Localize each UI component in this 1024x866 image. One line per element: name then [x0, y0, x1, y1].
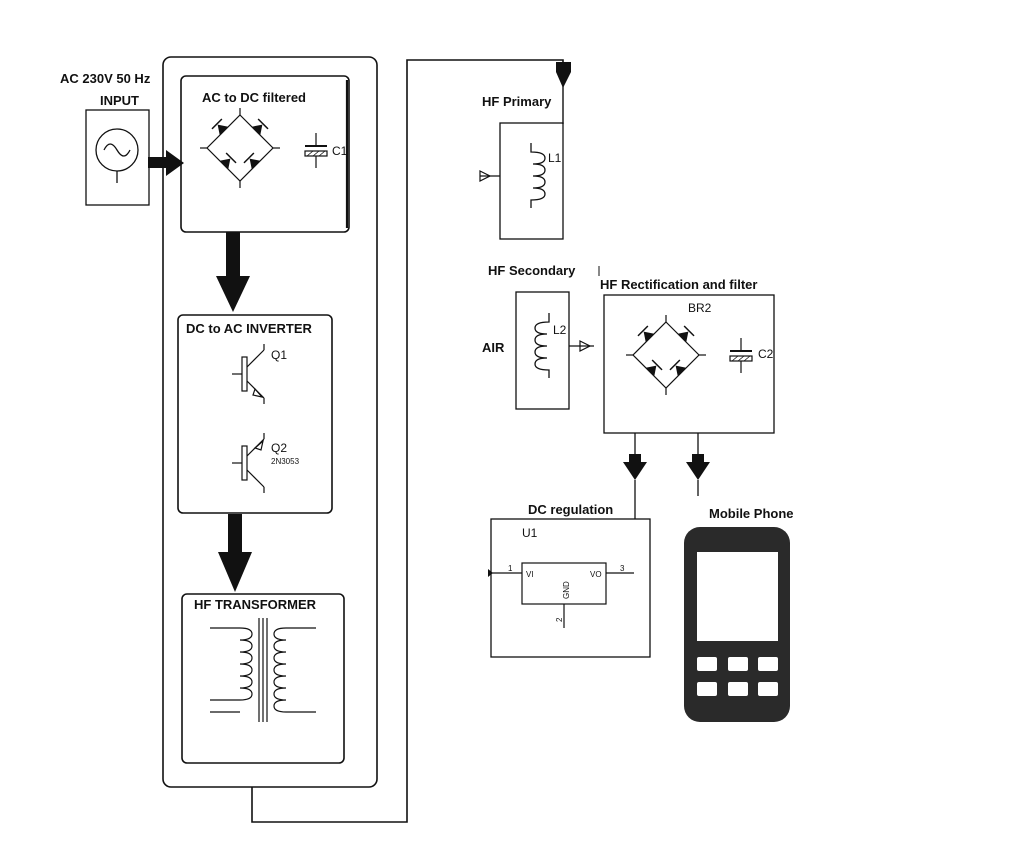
- arrow-to-phone-shaft: [692, 454, 704, 464]
- rectifier-block: [603, 294, 775, 434]
- ac-dc-title: AC to DC filtered: [202, 90, 306, 105]
- transformer-block: [181, 593, 345, 764]
- c2-label: C2: [758, 347, 774, 361]
- arrow-acdc-to-inverter-head: [216, 276, 250, 312]
- regulator-title: DC regulation: [528, 502, 613, 517]
- rectifier-title: HF Rectification and filter: [600, 277, 757, 292]
- hf-secondary-block: [515, 291, 570, 410]
- regulator-block: [490, 518, 651, 658]
- input-arrow-head: [166, 150, 184, 176]
- hf-primary-title: HF Primary: [482, 94, 552, 109]
- input-title: AC 230V 50 Hz: [60, 71, 151, 86]
- hf-secondary-title: HF Secondary: [488, 263, 576, 278]
- primary-feed-wire: [251, 59, 564, 823]
- arrow-to-regulator-head: [623, 462, 647, 480]
- q2-part-label: 2N3053: [271, 457, 300, 466]
- transformer-icon: [210, 618, 316, 722]
- sine-wave-icon: [103, 143, 131, 157]
- vi-label: VI: [526, 570, 534, 579]
- vo-label: VO: [590, 570, 602, 579]
- ac-dc-block: [180, 75, 350, 233]
- pin1-label: 1: [508, 564, 513, 573]
- c1-label: C1: [332, 144, 348, 158]
- l2-label: L2: [553, 323, 567, 337]
- br2-label: BR2: [688, 301, 712, 315]
- arrow-into-primary-head: [556, 62, 571, 88]
- mobile-phone-icon: [684, 527, 790, 722]
- input-subtitle: INPUT: [100, 93, 139, 108]
- secondary-coil-icon: [534, 313, 550, 378]
- inverter-block: [177, 314, 333, 514]
- arrow-to-regulator-shaft: [629, 454, 641, 464]
- u1-label: U1: [522, 526, 538, 540]
- capacitor-c2-icon: [729, 338, 753, 373]
- q1-label: Q1: [271, 348, 287, 362]
- transistor-q1-icon: [232, 344, 265, 404]
- l1-label: L1: [548, 151, 562, 165]
- primary-coil-icon: [530, 143, 546, 208]
- bridge-rectifier-icon: [200, 108, 280, 188]
- arrow-inverter-to-transformer-shaft: [228, 514, 242, 554]
- input-arrow-shaft: [148, 157, 168, 168]
- capacitor-c1-icon: [304, 133, 328, 168]
- arrow-acdc-to-inverter-shaft: [226, 232, 240, 278]
- phone-title: Mobile Phone: [709, 506, 794, 521]
- pin3-label: 3: [620, 564, 625, 573]
- gnd-label: GND: [562, 581, 571, 599]
- transistor-q2-icon: [232, 433, 265, 493]
- air-label: AIR: [482, 340, 505, 355]
- inverter-title: DC to AC INVERTER: [186, 321, 313, 336]
- transformer-title: HF TRANSFORMER: [194, 597, 317, 612]
- pin2-label: 2: [555, 617, 564, 622]
- bridge-rectifier-2-icon: [626, 315, 706, 395]
- arrow-inverter-to-transformer-head: [218, 552, 252, 592]
- transmitter-enclosure: [162, 56, 378, 788]
- ac-source-box: [85, 109, 150, 206]
- arrow-to-phone-head: [686, 462, 710, 480]
- q2-label: Q2: [271, 441, 287, 455]
- hf-primary-block: [499, 122, 564, 240]
